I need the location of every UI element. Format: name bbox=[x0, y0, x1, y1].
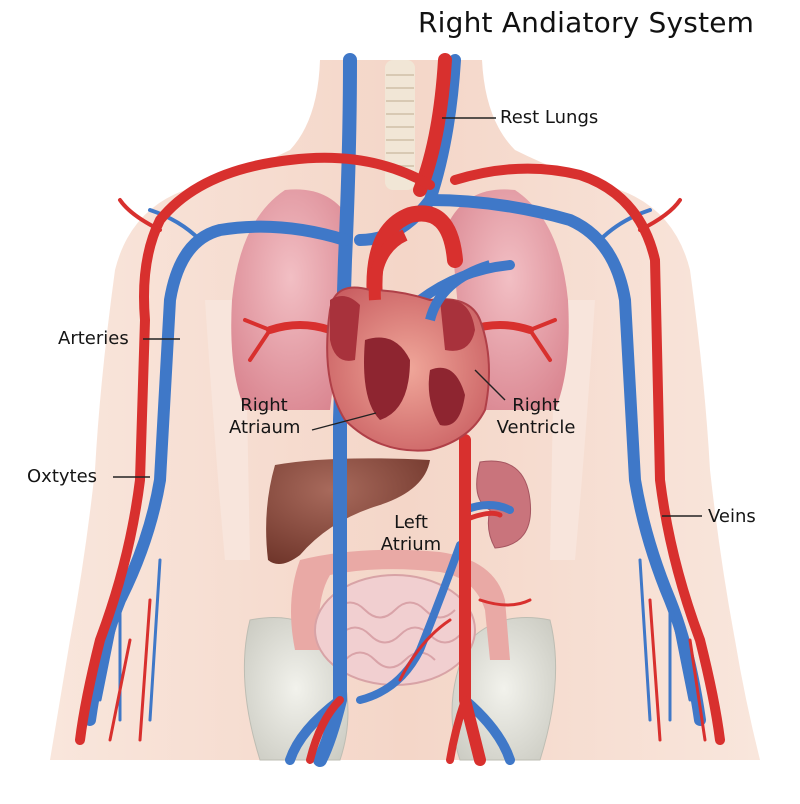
label-right-atriaum-line1: Right bbox=[240, 395, 288, 416]
anatomy-shape bbox=[339, 626, 461, 644]
anatomy-shape bbox=[424, 194, 706, 726]
anatomy-shape bbox=[243, 318, 557, 362]
anatomy-shape bbox=[148, 208, 202, 242]
anatomy-shape bbox=[75, 152, 435, 745]
anatomy-shape bbox=[306, 696, 469, 764]
anatomy-shape bbox=[398, 598, 532, 682]
label-right-ventricle-line2: Ventricle bbox=[496, 417, 576, 438]
heart-chamber-left-upper bbox=[330, 296, 360, 361]
anatomy-shape bbox=[450, 163, 725, 745]
heart bbox=[326, 229, 492, 452]
label-right-ventricle-line1: Right bbox=[512, 395, 560, 416]
label-arteries: Arteries bbox=[58, 328, 129, 349]
anatomy-shape bbox=[385, 60, 415, 190]
label-veins: Veins bbox=[708, 506, 756, 527]
anatomy-shape bbox=[98, 558, 162, 722]
label-rest-lungs: Rest Lungs bbox=[500, 107, 599, 128]
label-right-atriaum-line2: Atriaum bbox=[229, 417, 301, 438]
anatomy-shape bbox=[108, 598, 707, 742]
leader-right-atriaum bbox=[311, 412, 377, 431]
label-oxtytes: Oxtytes bbox=[27, 466, 98, 487]
leader-right-ventricle bbox=[474, 369, 506, 401]
anatomy-shape bbox=[118, 198, 682, 232]
label-left-atrium: Left Atrium bbox=[378, 512, 444, 556]
anatomy-shape bbox=[638, 558, 692, 722]
anatomy-shape bbox=[598, 208, 652, 242]
label-right-ventricle: Right Ventricle bbox=[494, 395, 578, 439]
label-left-atrium-line1: Left bbox=[394, 512, 428, 533]
leader-lines bbox=[113, 117, 702, 517]
heart-chamber-right-upper bbox=[440, 299, 475, 351]
anatomy-shape bbox=[84, 220, 351, 726]
label-left-atrium-line2: Atrium bbox=[380, 534, 442, 555]
anatomy-shape bbox=[462, 510, 503, 523]
large-intestine bbox=[291, 549, 510, 660]
anatomy-shape bbox=[368, 229, 408, 301]
label-right-atriaum: Right Atriaum bbox=[229, 395, 301, 439]
heart-chamber-right-lower bbox=[428, 367, 465, 426]
arteries-network bbox=[75, 53, 725, 766]
liver bbox=[266, 458, 430, 564]
left-lung bbox=[231, 189, 350, 410]
anatomy-shape bbox=[425, 260, 492, 322]
heart-chamber-left-lower bbox=[364, 337, 410, 420]
diagram-title: Right Andiatory System bbox=[418, 6, 755, 39]
